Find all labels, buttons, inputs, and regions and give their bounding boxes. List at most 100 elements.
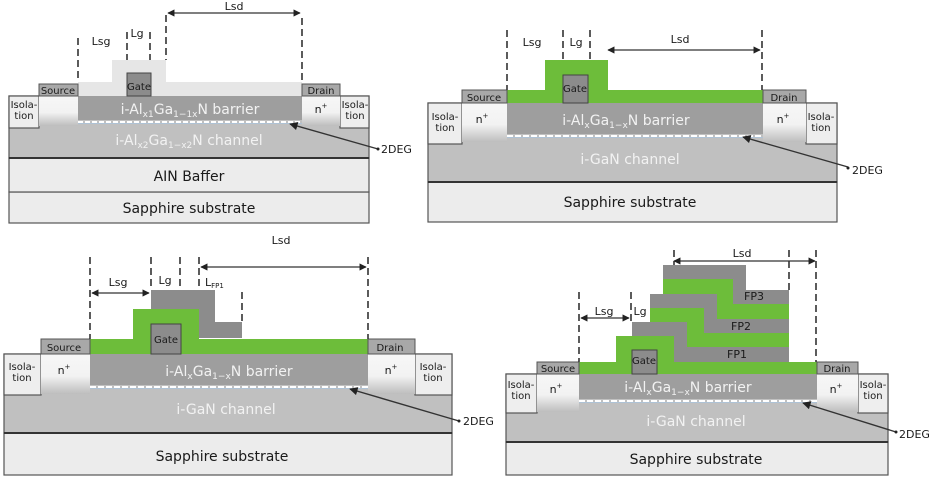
field-plate-fp1 bbox=[632, 322, 789, 362]
passivation-layer bbox=[507, 60, 763, 103]
channel-label: i-Alx2Ga1−x2N channel bbox=[115, 133, 262, 151]
gate-contact bbox=[562, 74, 589, 104]
lsd-label: Lsd bbox=[225, 0, 244, 13]
substrate-label: Sapphire substrate bbox=[123, 201, 256, 217]
drain-contact bbox=[816, 361, 859, 375]
field-plate-fp2 bbox=[650, 294, 789, 333]
lsg-label: Lsg bbox=[92, 35, 111, 48]
source-label: Source bbox=[47, 343, 81, 354]
n-plus-drain bbox=[368, 354, 415, 394]
n-plus-drain bbox=[817, 374, 858, 412]
lfp1-label: LFP1 bbox=[205, 276, 224, 290]
source-label: Source bbox=[467, 93, 501, 104]
twodeg-arrow bbox=[289, 122, 379, 150]
isolation-left-label: Isola-tion bbox=[432, 112, 459, 134]
passivation-layer-3 bbox=[663, 279, 789, 319]
source-contact bbox=[461, 89, 508, 104]
panel-c: Sapphire substrate i-GaN channel Isola-t… bbox=[3, 234, 494, 476]
lsd-label: Lsd bbox=[733, 247, 752, 260]
barrier-label: i-Alx1Ga1−1xN barrier bbox=[121, 102, 260, 120]
panel-d: Sapphire substrate i-GaN channel Isola-t… bbox=[505, 247, 930, 476]
twodeg-label: 2DEG bbox=[852, 164, 883, 177]
substrate-layer bbox=[505, 441, 889, 476]
isolation-right bbox=[339, 95, 370, 129]
barrier-layer bbox=[90, 354, 368, 385]
field-plate-fp3 bbox=[663, 265, 789, 304]
isolation-left-label: Isola-tion bbox=[9, 362, 36, 384]
drain-label: Drain bbox=[823, 364, 850, 375]
gate-contact bbox=[631, 349, 658, 375]
twodeg-label: 2DEG bbox=[463, 415, 494, 428]
barrier-label: i-AlxGa1−xN barrier bbox=[562, 113, 690, 131]
n-plus-drain-label: n+ bbox=[385, 363, 398, 377]
twodeg-arrow bbox=[349, 387, 460, 422]
passivation-layer-2 bbox=[650, 308, 789, 347]
drain-contact bbox=[762, 89, 807, 104]
dimension-guides bbox=[89, 257, 369, 339]
substrate-label: Sapphire substrate bbox=[156, 449, 289, 465]
n-plus-drain-label: n+ bbox=[830, 382, 843, 396]
twodeg-label: 2DEG bbox=[381, 143, 412, 156]
lsg-label: Lsg bbox=[109, 276, 128, 289]
source-label: Source bbox=[541, 364, 575, 375]
lsd-label: Lsd bbox=[671, 33, 690, 46]
drain-label: Drain bbox=[376, 343, 403, 354]
drain-contact bbox=[367, 338, 416, 355]
twodeg-arrow bbox=[742, 135, 849, 168]
n-plus-source bbox=[537, 374, 579, 412]
isolation-left-label: Isola-tion bbox=[508, 380, 535, 402]
lg-label: Lg bbox=[158, 274, 171, 287]
channel-label: i-GaN channel bbox=[176, 402, 275, 418]
fp3-label: FP3 bbox=[744, 290, 764, 303]
isolation-right-label: Isola-tion bbox=[860, 380, 887, 402]
isolation-left-label: Isola-tion bbox=[11, 100, 38, 122]
gate-contact bbox=[150, 323, 182, 355]
substrate-layer bbox=[427, 181, 838, 223]
n-plus-source-label: n+ bbox=[58, 363, 71, 377]
panel-a: Sapphire substrate AIN Baffer i-Alx2Ga1−… bbox=[8, 0, 412, 224]
gate-contact bbox=[126, 72, 152, 97]
barrier-label: i-AlxGa1−xN barrier bbox=[624, 380, 752, 398]
passivation-layer bbox=[78, 60, 302, 96]
isolation-right-label: Isola-tion bbox=[420, 362, 447, 384]
n-plus-source bbox=[39, 96, 78, 126]
twodeg-arrow bbox=[802, 401, 897, 433]
buffer-layer bbox=[8, 157, 370, 193]
gate-label: Gate bbox=[127, 82, 151, 93]
drain-label: Drain bbox=[770, 93, 797, 104]
isolation-right bbox=[414, 353, 453, 396]
barrier-label: i-AlxGa1−xN barrier bbox=[165, 364, 293, 382]
channel-label: i-GaN channel bbox=[646, 414, 745, 430]
isolation-right-label: Isola-tion bbox=[342, 100, 369, 122]
gate-label: Gate bbox=[632, 356, 656, 367]
source-contact bbox=[536, 361, 580, 375]
fp2-label: FP2 bbox=[731, 320, 751, 333]
barrier-layer bbox=[579, 374, 817, 399]
substrate-layer bbox=[8, 191, 370, 224]
drain-contact bbox=[301, 83, 341, 97]
barrier-layer bbox=[507, 103, 763, 134]
lg-label: Lg bbox=[633, 305, 646, 318]
substrate-layer bbox=[3, 432, 453, 476]
n-plus-drain bbox=[763, 103, 806, 142]
dimension-guides bbox=[506, 30, 763, 90]
dimension-guides bbox=[77, 15, 303, 84]
lsg-label: Lsg bbox=[523, 36, 542, 49]
n-plus-source-label: n+ bbox=[476, 112, 489, 126]
barrier-layer bbox=[78, 96, 302, 120]
channel-label: i-GaN channel bbox=[580, 152, 679, 168]
n-plus-source bbox=[462, 103, 507, 142]
source-contact bbox=[40, 338, 91, 355]
gate-label: Gate bbox=[154, 335, 178, 346]
field-plate-fp1-body bbox=[151, 290, 199, 309]
n-plus-source-label: n+ bbox=[550, 382, 563, 396]
source-label: Source bbox=[41, 86, 75, 97]
buffer-label: AIN Baffer bbox=[154, 169, 225, 185]
lg-label: Lg bbox=[130, 27, 143, 40]
lsg-label: Lsg bbox=[595, 305, 614, 318]
substrate-label: Sapphire substrate bbox=[564, 195, 697, 211]
field-plate-fp1 bbox=[151, 290, 242, 338]
panel-b: Sapphire substrate i-GaN channel Isola-t… bbox=[427, 30, 883, 223]
lsd-label: Lsd bbox=[272, 234, 291, 247]
